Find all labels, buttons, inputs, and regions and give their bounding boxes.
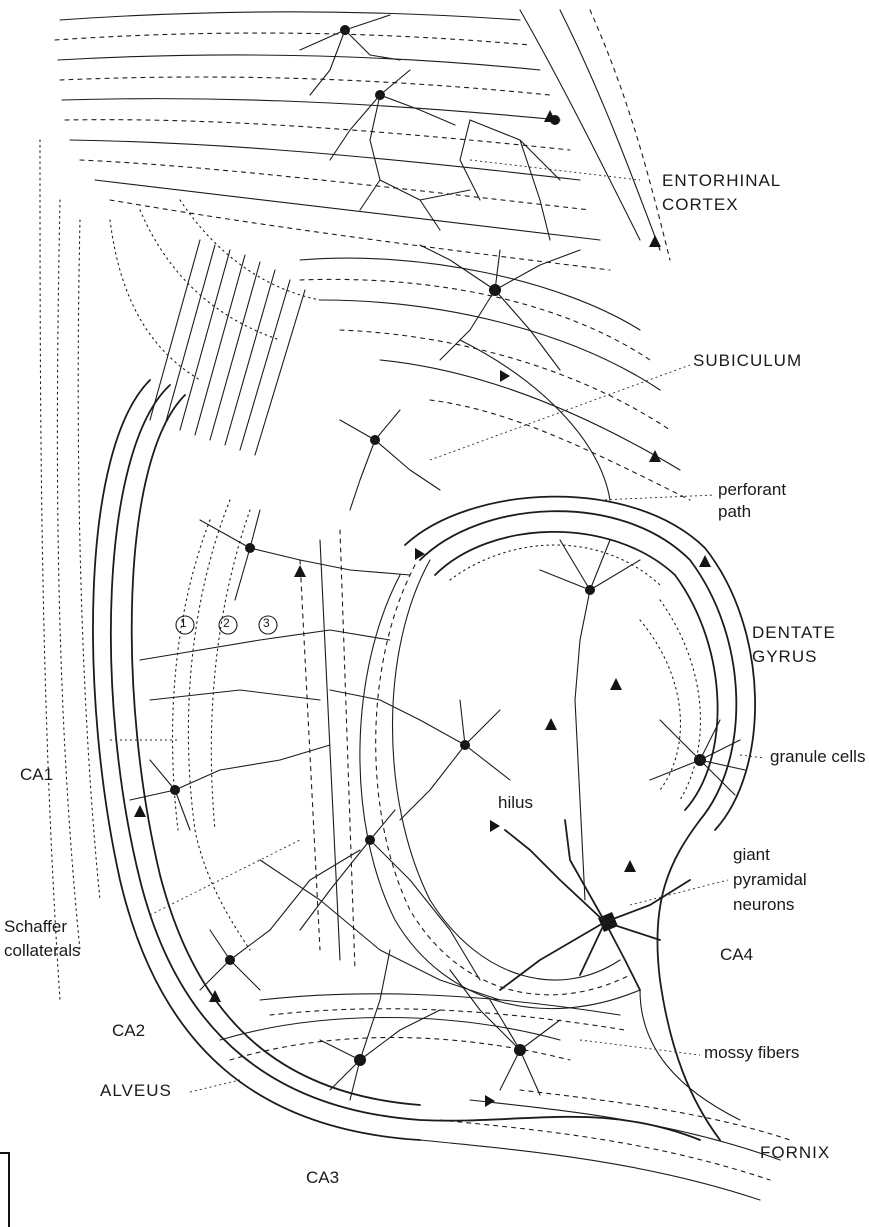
leader-lines (110, 160, 765, 1092)
corner-frame (0, 1152, 10, 1227)
mossy-fibers (260, 994, 625, 1030)
dentate-gyrus-label-line2: GYRUS (752, 648, 817, 665)
entorhinal-fibers (55, 10, 670, 270)
ca3-label: CA3 (306, 1169, 339, 1186)
dentate-top-neuron (540, 540, 640, 900)
fornix-fibers (420, 990, 790, 1200)
mossy-fibers-label: mossy fibers (704, 1044, 799, 1061)
perforant-path-label-line1: perforant (718, 481, 786, 498)
cortex-stipple (40, 140, 320, 1000)
giant-pyramidal-label-line1: giant (733, 846, 770, 863)
subiculum-neurons (340, 245, 580, 510)
alveus-label: ALVEUS (100, 1082, 172, 1099)
dentate-gyrus-arc (405, 497, 755, 1140)
giant-pyramidal-neuron (500, 820, 690, 990)
schaffer-collaterals-label-line2: collaterals (4, 942, 81, 959)
giant-pyramidal-label-line3: neurons (733, 896, 794, 913)
layer-2-label: 2 (223, 617, 230, 629)
granule-cells-label: granule cells (770, 748, 865, 765)
perforant-path-label-line2: path (718, 503, 751, 520)
subiculum-label: SUBICULUM (693, 352, 802, 369)
hilus-label: hilus (498, 794, 533, 811)
fornix-label: FORNIX (760, 1144, 830, 1161)
schaffer-collaterals-label-line1: Schaffer (4, 918, 67, 935)
granule-layer (450, 545, 700, 800)
entorhinal-label-line1: ENTORHINAL (662, 172, 781, 189)
ca-fibers (220, 530, 640, 1060)
entorhinal-neurons (300, 15, 560, 240)
pyramidal-layer (173, 500, 250, 950)
hatched-band (150, 240, 305, 455)
ca3-neurons (200, 810, 560, 1100)
ca2-label: CA2 (112, 1022, 145, 1039)
ca4-label: CA4 (720, 946, 753, 963)
entorhinal-label-line2: CORTEX (662, 196, 739, 213)
giant-pyramidal-label-line2: pyramidal (733, 871, 807, 888)
dentate-gyrus-label-line1: DENTATE (752, 624, 836, 641)
layer-3-label: 3 (263, 617, 270, 629)
ca1-neurons (130, 510, 510, 830)
layer-1-label: 1 (180, 617, 187, 629)
ca1-label: CA1 (20, 766, 53, 783)
